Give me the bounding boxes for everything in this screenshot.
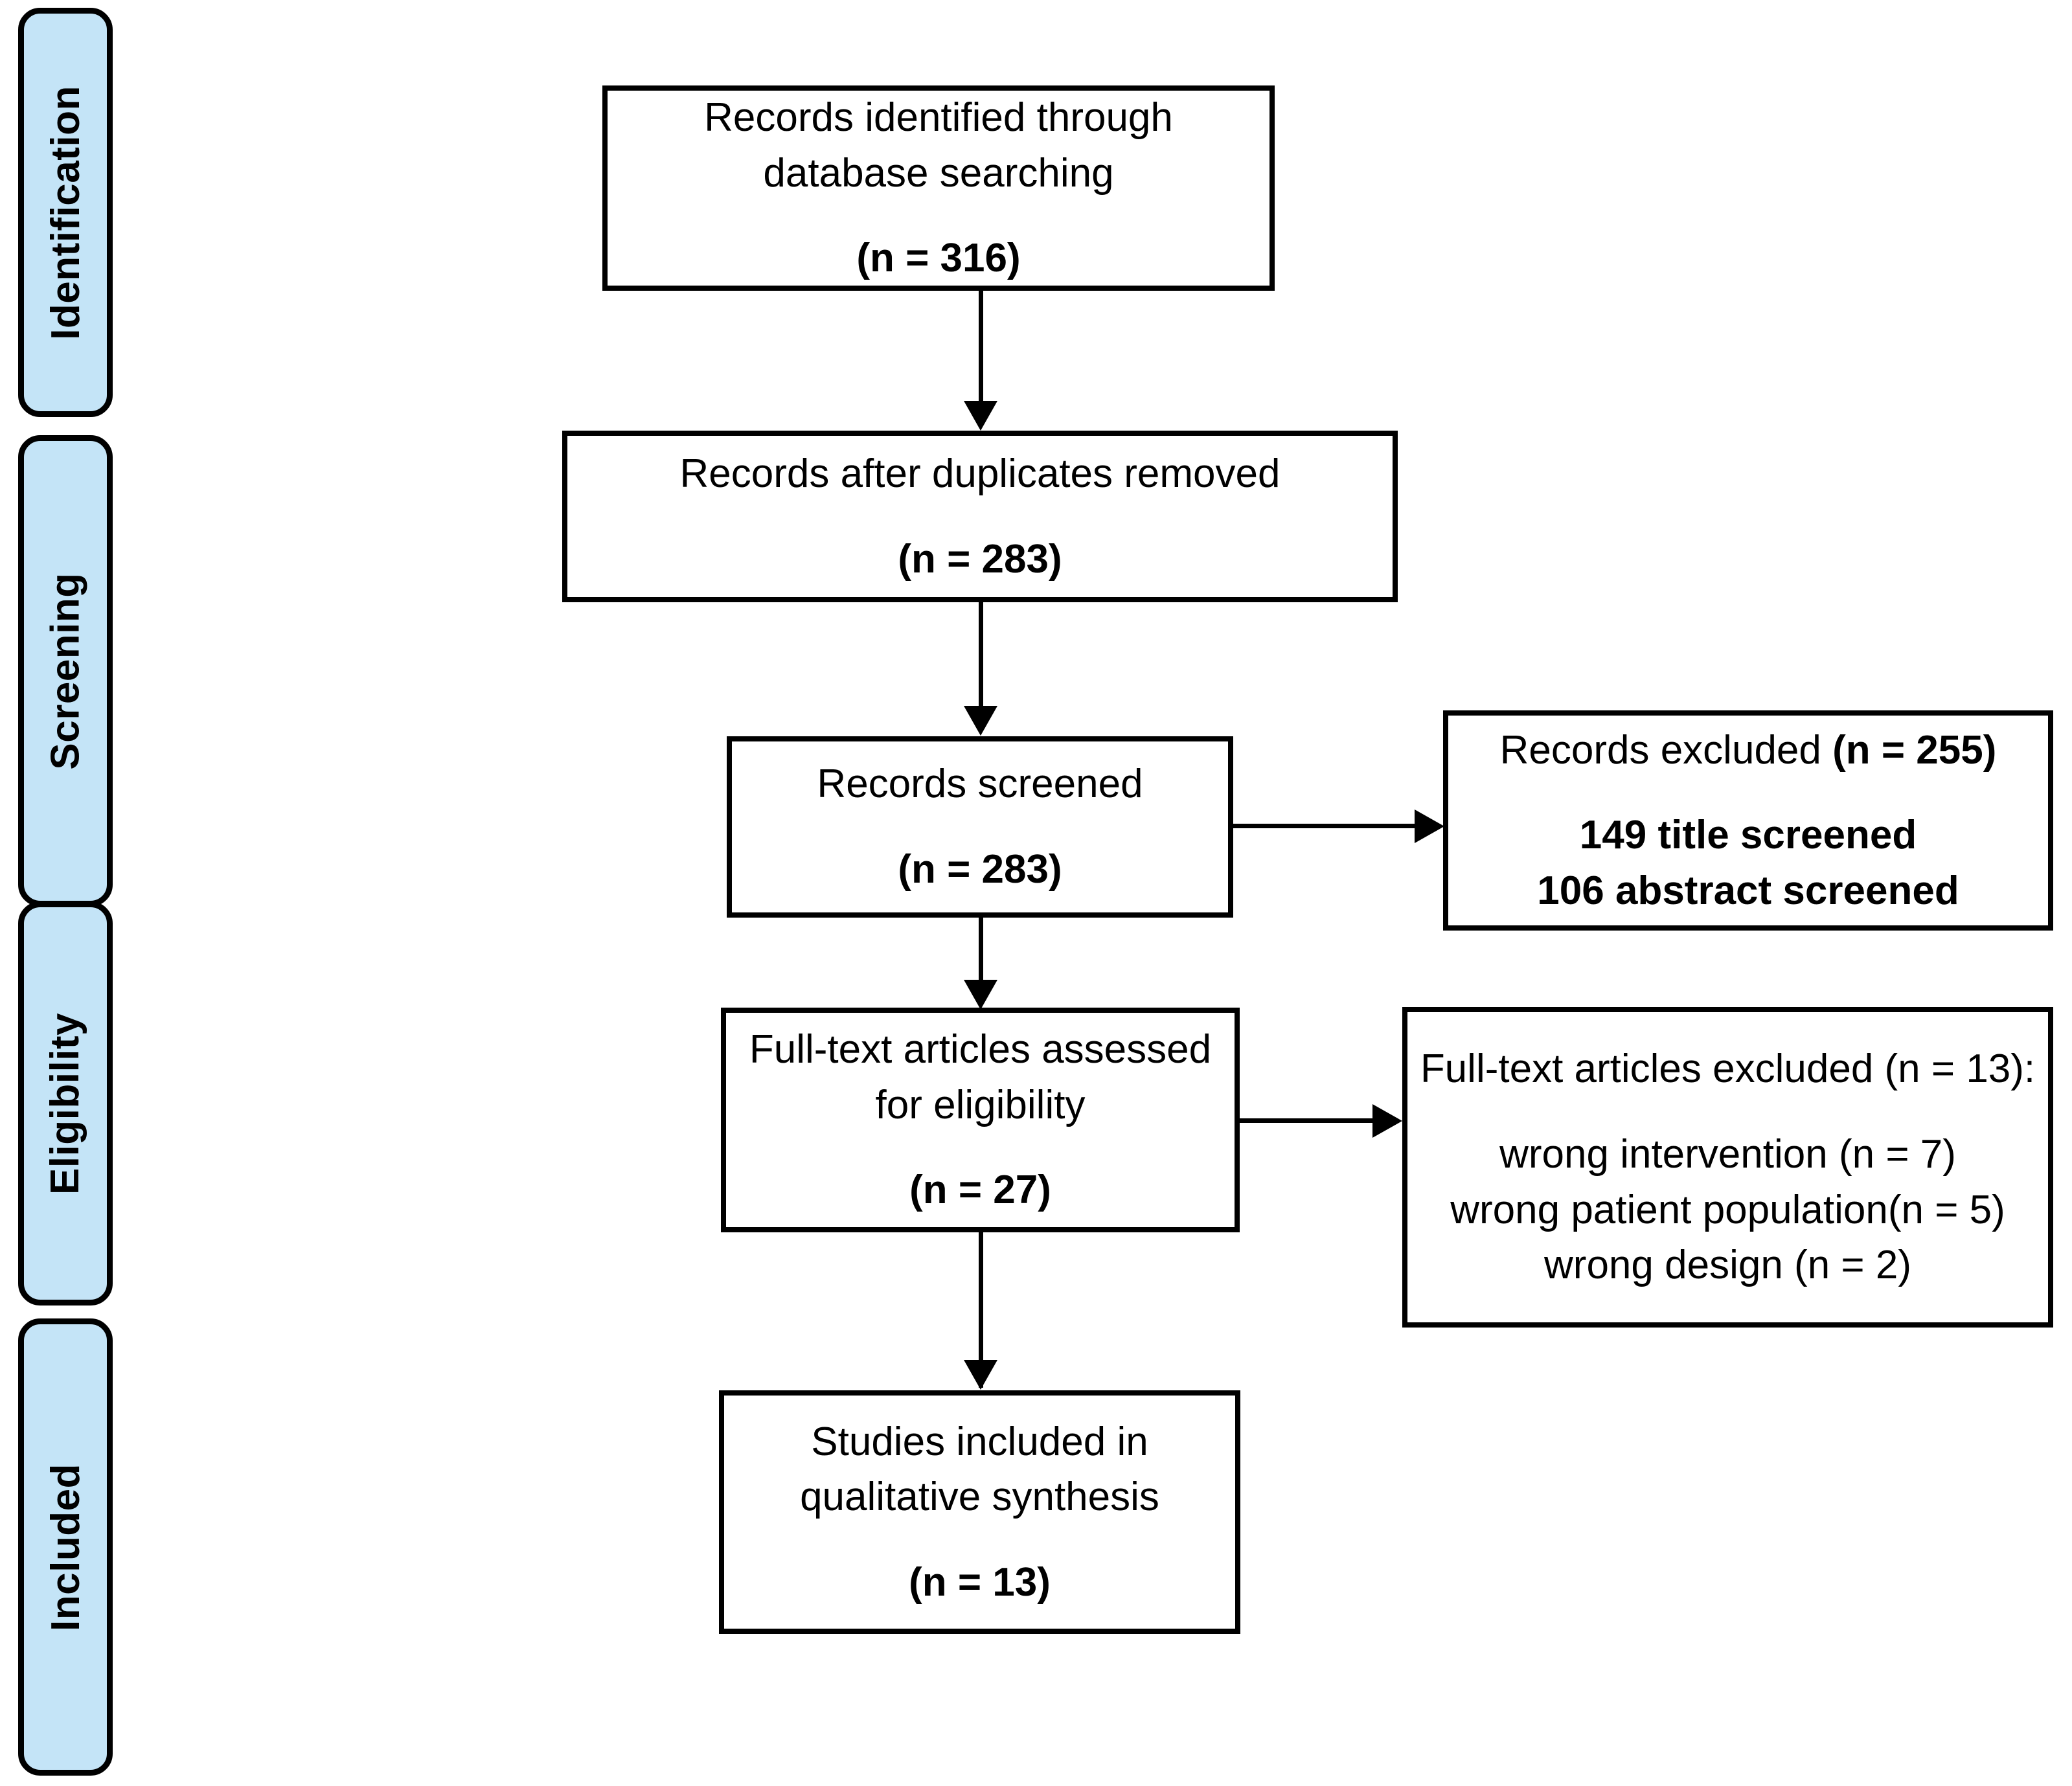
arrowhead-screened-to-fulltext [964,980,997,1010]
stage-label-included: Included [43,1463,88,1631]
arrowhead-fulltext-to-included [964,1360,997,1390]
connector-fulltext-to-included [979,1232,983,1388]
stage-pill-eligibility: Eligibility [18,901,113,1306]
stage-pill-screening: Screening [18,435,113,907]
box-fulltext-assessed-line1: Full-text articles assessed [749,1027,1212,1072]
stage-label-eligibility: Eligibility [43,1012,88,1195]
connector-fulltext-to-excluded [1237,1118,1376,1123]
box-records-excluded-heading-text: Records excluded [1499,727,1833,773]
box-studies-included-line1: Studies included in [811,1419,1148,1464]
box-records-excluded-reason2: 106 abstract screened [1537,868,1959,913]
stage-pill-identification: Identification [18,8,113,417]
box-records-after-duplicates-line1: Records after duplicates removed [679,451,1281,496]
box-records-excluded-heading: Records excluded (n = 255) [1500,723,1997,778]
box-studies-included-line2: qualitative synthesis [800,1475,1159,1520]
stage-pill-included: Included [18,1318,113,1776]
stage-label-screening: Screening [43,572,88,770]
box-records-identified-line1: Records identified through [704,95,1173,141]
box-records-identified-line2: database searching [763,150,1114,196]
box-fulltext-excluded-reason1: wrong intervention (n = 7) [1499,1131,1956,1177]
box-records-after-duplicates: Records after duplicates removed (n = 28… [562,431,1398,602]
box-fulltext-excluded: Full-text articles excluded (n = 13): wr… [1402,1007,2053,1328]
box-records-excluded-reason1: 149 title screened [1579,813,1917,858]
box-records-identified: Records identified through database sear… [602,85,1275,291]
connector-screened-to-excluded [1231,824,1418,828]
arrowhead-duplicates-to-screened [964,706,997,736]
arrowhead-screened-to-excluded [1415,809,1444,843]
box-fulltext-excluded-reason3: wrong design (n = 2) [1544,1243,1911,1288]
arrowhead-identified-to-duplicates [964,401,997,431]
box-records-screened: Records screened (n = 283) [727,736,1233,918]
box-fulltext-assessed-count: (n = 27) [909,1168,1051,1213]
box-records-identified-count: (n = 316) [856,236,1021,281]
box-studies-included: Studies included in qualitative synthesi… [719,1390,1240,1634]
arrowhead-fulltext-to-excluded [1372,1104,1402,1138]
connector-identified-to-duplicates [979,291,983,402]
box-records-excluded-heading-count: (n = 255) [1832,727,1997,773]
stage-label-identification: Identification [43,85,88,340]
box-studies-included-count: (n = 13) [909,1559,1051,1605]
box-records-after-duplicates-count: (n = 283) [898,536,1062,582]
box-fulltext-excluded-heading: Full-text articles excluded (n = 13): [1420,1046,2036,1092]
box-records-screened-count: (n = 283) [898,847,1062,892]
box-fulltext-assessed: Full-text articles assessed for eligibil… [721,1008,1240,1232]
connector-screened-to-fulltext [979,918,983,982]
box-records-excluded: Records excluded (n = 255) 149 title scr… [1443,710,2053,931]
box-records-screened-line1: Records screened [817,762,1143,807]
box-fulltext-assessed-line2: for eligibility [875,1082,1086,1127]
box-fulltext-excluded-reason2: wrong patient population(n = 5) [1450,1187,2005,1232]
connector-duplicates-to-screened [979,602,983,707]
